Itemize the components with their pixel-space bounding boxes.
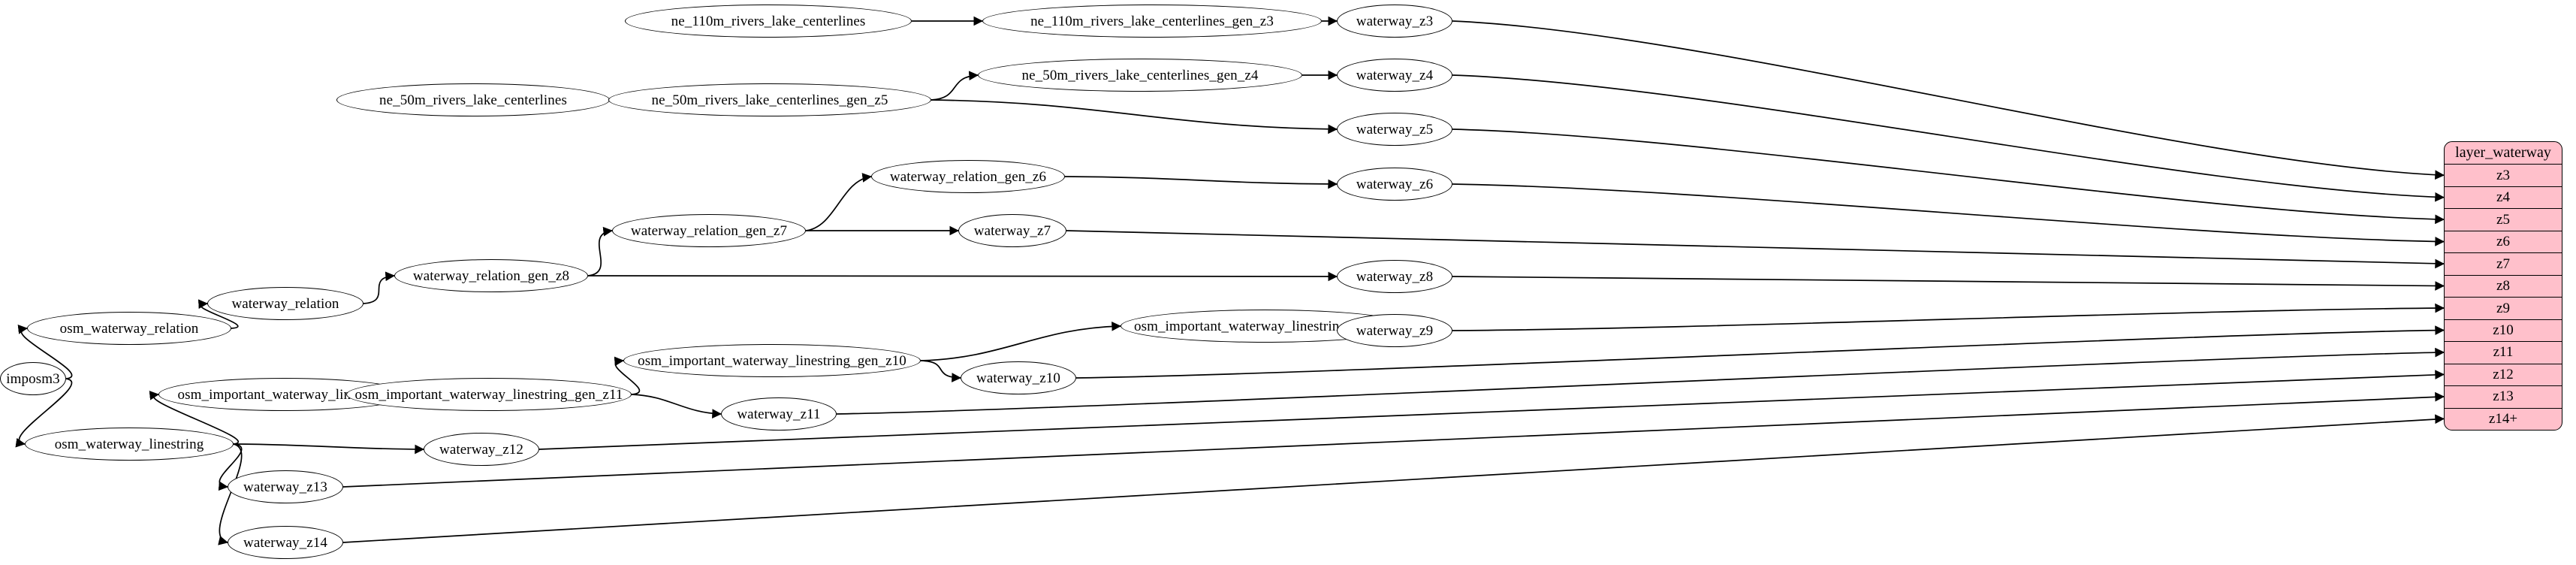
layer-table-row-z12[interactable]: z12 [2445, 363, 2562, 385]
graph-node-label: waterway_z12 [439, 441, 523, 458]
graph-edge [931, 71, 979, 101]
graph-node-waterway_z8[interactable]: waterway_z8 [1337, 260, 1452, 293]
graph-node-waterway_z5[interactable]: waterway_z5 [1337, 113, 1452, 146]
graph-edge [149, 390, 240, 445]
graph-edge [1064, 176, 1338, 189]
graph-node-waterway_relation_gen_z8[interactable]: waterway_relation_gen_z8 [394, 259, 588, 292]
graph-node-imposm3[interactable]: imposm3 [0, 362, 66, 395]
graph-node-waterway_z14[interactable]: waterway_z14 [228, 526, 343, 559]
graph-node-waterway_z13[interactable]: waterway_z13 [228, 470, 343, 503]
graph-node-waterway_z6[interactable]: waterway_z6 [1337, 168, 1452, 201]
graph-node-label: osm_important_waterway_linestring_gen_z1… [638, 352, 906, 369]
layer-table-row-z6[interactable]: z6 [2445, 230, 2562, 252]
graph-node-label: waterway_z9 [1356, 322, 1434, 339]
layer-table-row-z5[interactable]: z5 [2445, 208, 2562, 230]
graph-edge [931, 99, 1338, 134]
graph-node-osm_waterway_linestring[interactable]: osm_waterway_linestring [25, 428, 234, 461]
layer-table-row-z4[interactable]: z4 [2445, 186, 2562, 208]
graph-node-waterway_z3[interactable]: waterway_z3 [1337, 5, 1452, 38]
graph-node-waterway_z11[interactable]: waterway_z11 [721, 397, 837, 431]
graph-edge [1452, 20, 2445, 180]
graph-edge [233, 443, 425, 455]
graph-node-label: waterway_z4 [1356, 67, 1434, 83]
graph-node-ne_110m_rivers_lake_centerlines[interactable]: ne_110m_rivers_lake_centerlines [625, 5, 912, 38]
graph-node-label: waterway_z6 [1356, 176, 1434, 192]
graph-edge [1452, 276, 2445, 291]
graph-node-label: ne_110m_rivers_lake_centerlines_gen_z3 [1030, 13, 1274, 29]
graph-edge [614, 356, 641, 395]
graph-node-ne_50m_rivers_lake_centerlines_gen_z5[interactable]: ne_50m_rivers_lake_centerlines_gen_z5 [608, 83, 931, 116]
graph-node-osm_important_waterway_linestring_gen_z11[interactable]: osm_important_waterway_linestring_gen_z1… [346, 378, 632, 411]
layer-table-row-z8[interactable]: z8 [2445, 274, 2562, 297]
graph-node-ne_110m_rivers_lake_centerlines_gen_z3[interactable]: ne_110m_rivers_lake_centerlines_gen_z3 [982, 5, 1322, 38]
graph-edge [15, 378, 73, 448]
layer-table-header: layer_waterway [2455, 144, 2551, 162]
graph-edge [1452, 303, 2445, 331]
graph-node-label: waterway_relation_gen_z8 [412, 267, 570, 284]
graph-node-label: waterway_z11 [737, 406, 821, 422]
graph-node-waterway_z7[interactable]: waterway_z7 [958, 214, 1066, 247]
graph-node-waterway_relation_gen_z7[interactable]: waterway_relation_gen_z7 [612, 214, 806, 247]
graph-edge [920, 360, 962, 382]
graph-node-label: waterway_z13 [243, 479, 327, 495]
graph-edge [920, 321, 1122, 361]
layer-table-row-z14plus[interactable]: z14+ [2445, 407, 2562, 430]
graph-edge [1075, 325, 2445, 379]
graph-node-label: waterway_relation [231, 295, 339, 312]
graph-node-label: waterway_z5 [1356, 121, 1434, 137]
graph-node-waterway_z12[interactable]: waterway_z12 [424, 433, 539, 466]
graph-node-ne_50m_rivers_lake_centerlines_gen_z4[interactable]: ne_50m_rivers_lake_centerlines_gen_z4 [978, 59, 1302, 92]
graph-node-osm_important_waterway_linestring_gen_z10[interactable]: osm_important_waterway_linestring_gen_z1… [623, 344, 921, 377]
graph-node-label: ne_110m_rivers_lake_centerlines [671, 13, 866, 29]
graph-edge [587, 226, 614, 276]
graph-node-label: waterway_relation_gen_z7 [630, 222, 788, 239]
graph-node-waterway_relation_gen_z6[interactable]: waterway_relation_gen_z6 [871, 160, 1065, 193]
graph-node-label: waterway_relation_gen_z6 [889, 168, 1047, 185]
graph-edge [363, 271, 396, 304]
graph-node-label: waterway_z14 [243, 534, 327, 551]
graph-node-waterway_relation[interactable]: waterway_relation [207, 287, 363, 320]
graph-node-label: osm_important_waterway_linestring_gen_z9 [1133, 318, 1396, 334]
layer-table-row-z9[interactable]: z9 [2445, 297, 2562, 319]
layer-table-row-z10[interactable]: z10 [2445, 319, 2562, 341]
graph-node-waterway_z4[interactable]: waterway_z4 [1337, 59, 1452, 92]
graph-edge [218, 443, 243, 491]
graph-node-label: waterway_z8 [1356, 268, 1434, 285]
graph-edge [1452, 74, 2445, 202]
graph-node-label: ne_50m_rivers_lake_centerlines_gen_z5 [651, 92, 888, 108]
graph-node-waterway_z10[interactable]: waterway_z10 [961, 361, 1076, 394]
edge-group [15, 16, 2445, 545]
graph-edge [836, 347, 2445, 415]
graph-edge [17, 325, 73, 379]
graph-node-label: osm_waterway_linestring [54, 436, 204, 452]
graph-edge [631, 394, 722, 418]
graph-node-label: ne_50m_rivers_lake_centerlines [379, 92, 567, 108]
layer-table-row-z13[interactable]: z13 [2445, 385, 2562, 407]
graph-node-label: waterway_z3 [1356, 13, 1434, 29]
layer-table-row-z11[interactable]: z11 [2445, 341, 2562, 363]
layer-table-row-z7[interactable]: z7 [2445, 252, 2562, 274]
graph-node-label: ne_50m_rivers_lake_centerlines_gen_z4 [1021, 67, 1259, 83]
graph-node-label: waterway_z10 [976, 370, 1060, 386]
graph-node-waterway_z9[interactable]: waterway_z9 [1337, 314, 1452, 347]
graph-edge [198, 299, 239, 329]
graph-node-osm_waterway_relation[interactable]: osm_waterway_relation [27, 312, 231, 345]
graph-node-label: waterway_z7 [973, 222, 1051, 239]
layer-table-row-z3[interactable]: z3 [2445, 164, 2562, 186]
graph-node-label: imposm3 [6, 370, 60, 387]
graph-edge [1452, 183, 2445, 246]
graph-edge [805, 173, 873, 231]
graph-node-ne_50m_rivers_lake_centerlines[interactable]: ne_50m_rivers_lake_centerlines [336, 83, 610, 116]
graph-node-label: osm_waterway_relation [59, 320, 199, 337]
graph-node-label: osm_important_waterway_linestring [177, 386, 391, 403]
graph-node-label: osm_important_waterway_linestring_gen_z1… [354, 386, 623, 403]
graph-edge [218, 443, 243, 545]
graph-edge [1452, 128, 2445, 225]
